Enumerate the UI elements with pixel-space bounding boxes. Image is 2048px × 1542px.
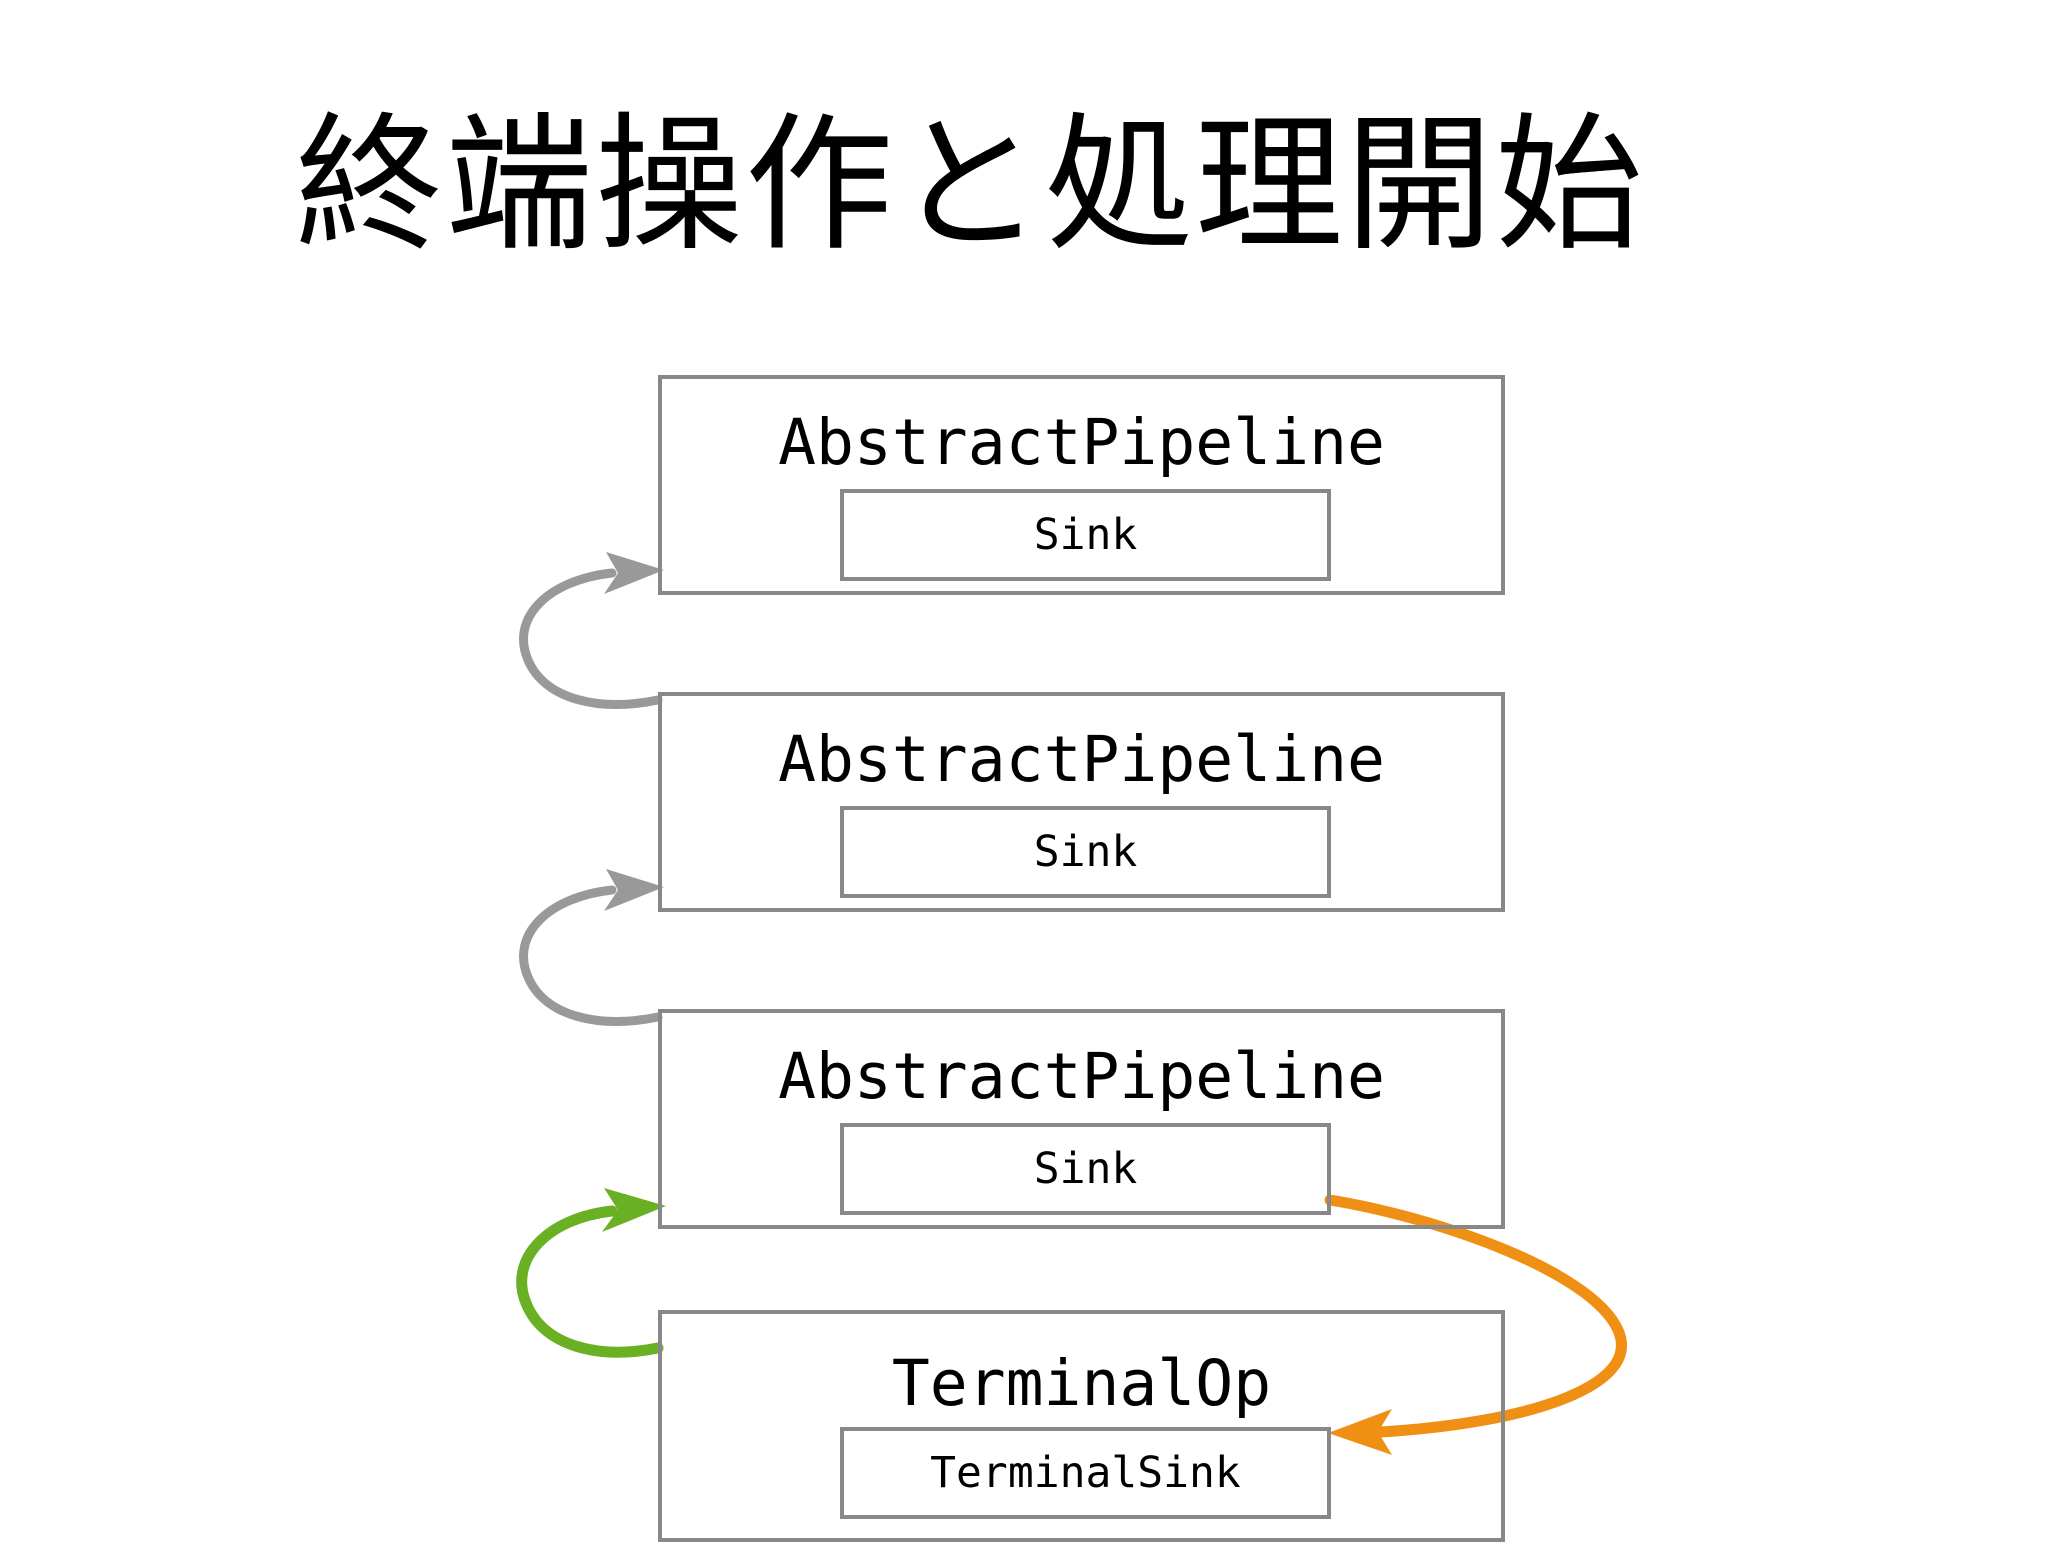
node-abstractpipeline-1[interactable]: AbstractPipeline Sink bbox=[658, 375, 1505, 595]
subnode-sink[interactable]: Sink bbox=[840, 489, 1331, 581]
subnode-label: Sink bbox=[1033, 1143, 1138, 1194]
arrow-pipeline3-to-pipeline2 bbox=[519, 869, 664, 1026]
node-title: TerminalOp bbox=[891, 1347, 1272, 1420]
node-abstractpipeline-2[interactable]: AbstractPipeline Sink bbox=[658, 692, 1505, 912]
node-title: AbstractPipeline bbox=[778, 1040, 1385, 1113]
arrow-terminalop-to-pipeline3 bbox=[516, 1188, 666, 1358]
page-title: 終端操作と処理開始 bbox=[295, 103, 1645, 268]
subnode-sink[interactable]: Sink bbox=[840, 806, 1331, 898]
subnode-label: TerminalSink bbox=[930, 1447, 1241, 1498]
subnode-label: Sink bbox=[1033, 509, 1138, 560]
node-abstractpipeline-3[interactable]: AbstractPipeline Sink bbox=[658, 1009, 1505, 1229]
node-terminalop[interactable]: TerminalOp TerminalSink bbox=[658, 1310, 1505, 1542]
node-title: AbstractPipeline bbox=[778, 723, 1385, 796]
arrow-pipeline2-to-pipeline1 bbox=[519, 552, 664, 709]
subnode-sink[interactable]: Sink bbox=[840, 1123, 1331, 1215]
subnode-terminalsink[interactable]: TerminalSink bbox=[840, 1427, 1331, 1519]
node-title: AbstractPipeline bbox=[778, 406, 1385, 479]
subnode-label: Sink bbox=[1033, 826, 1138, 877]
